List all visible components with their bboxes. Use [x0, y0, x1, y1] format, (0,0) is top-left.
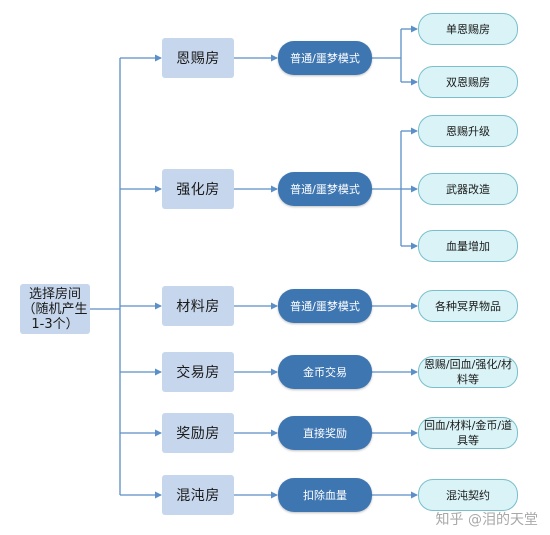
root-node: 选择房间（随机产生1-3个）	[20, 284, 90, 334]
watermark-platform: 知乎	[435, 512, 464, 528]
outcome-node-2-0: 各种冥界物品	[418, 290, 518, 322]
watermark: 知乎 @泪的天堂	[436, 509, 538, 529]
outcome-node-4-0: 回血/材料/金币/道具等	[418, 417, 518, 449]
mode-node-1: 普通/噩梦模式	[278, 172, 372, 206]
room-node-3: 交易房	[162, 352, 234, 392]
room-node-0: 恩赐房	[162, 38, 234, 78]
room-node-4: 奖励房	[162, 413, 234, 453]
mode-node-4: 直接奖励	[278, 416, 372, 450]
outcome-node-0-1: 双恩赐房	[418, 66, 518, 98]
room-node-5: 混沌房	[162, 475, 234, 515]
mode-node-2: 普通/噩梦模式	[278, 289, 372, 323]
outcome-node-1-2: 血量增加	[418, 230, 518, 262]
outcome-node-3-0: 恩赐/回血/强化/材料等	[418, 356, 518, 388]
room-node-1: 强化房	[162, 169, 234, 209]
mode-node-0: 普通/噩梦模式	[278, 41, 372, 75]
watermark-author: @泪的天堂	[468, 512, 538, 528]
mode-node-3: 金币交易	[278, 355, 372, 389]
mode-node-5: 扣除血量	[278, 478, 372, 512]
outcome-node-1-1: 武器改造	[418, 173, 518, 205]
room-node-2: 材料房	[162, 286, 234, 326]
outcome-node-0-0: 单恩赐房	[418, 13, 518, 45]
outcome-node-5-0: 混沌契约	[418, 479, 518, 511]
outcome-node-1-0: 恩赐升级	[418, 115, 518, 147]
